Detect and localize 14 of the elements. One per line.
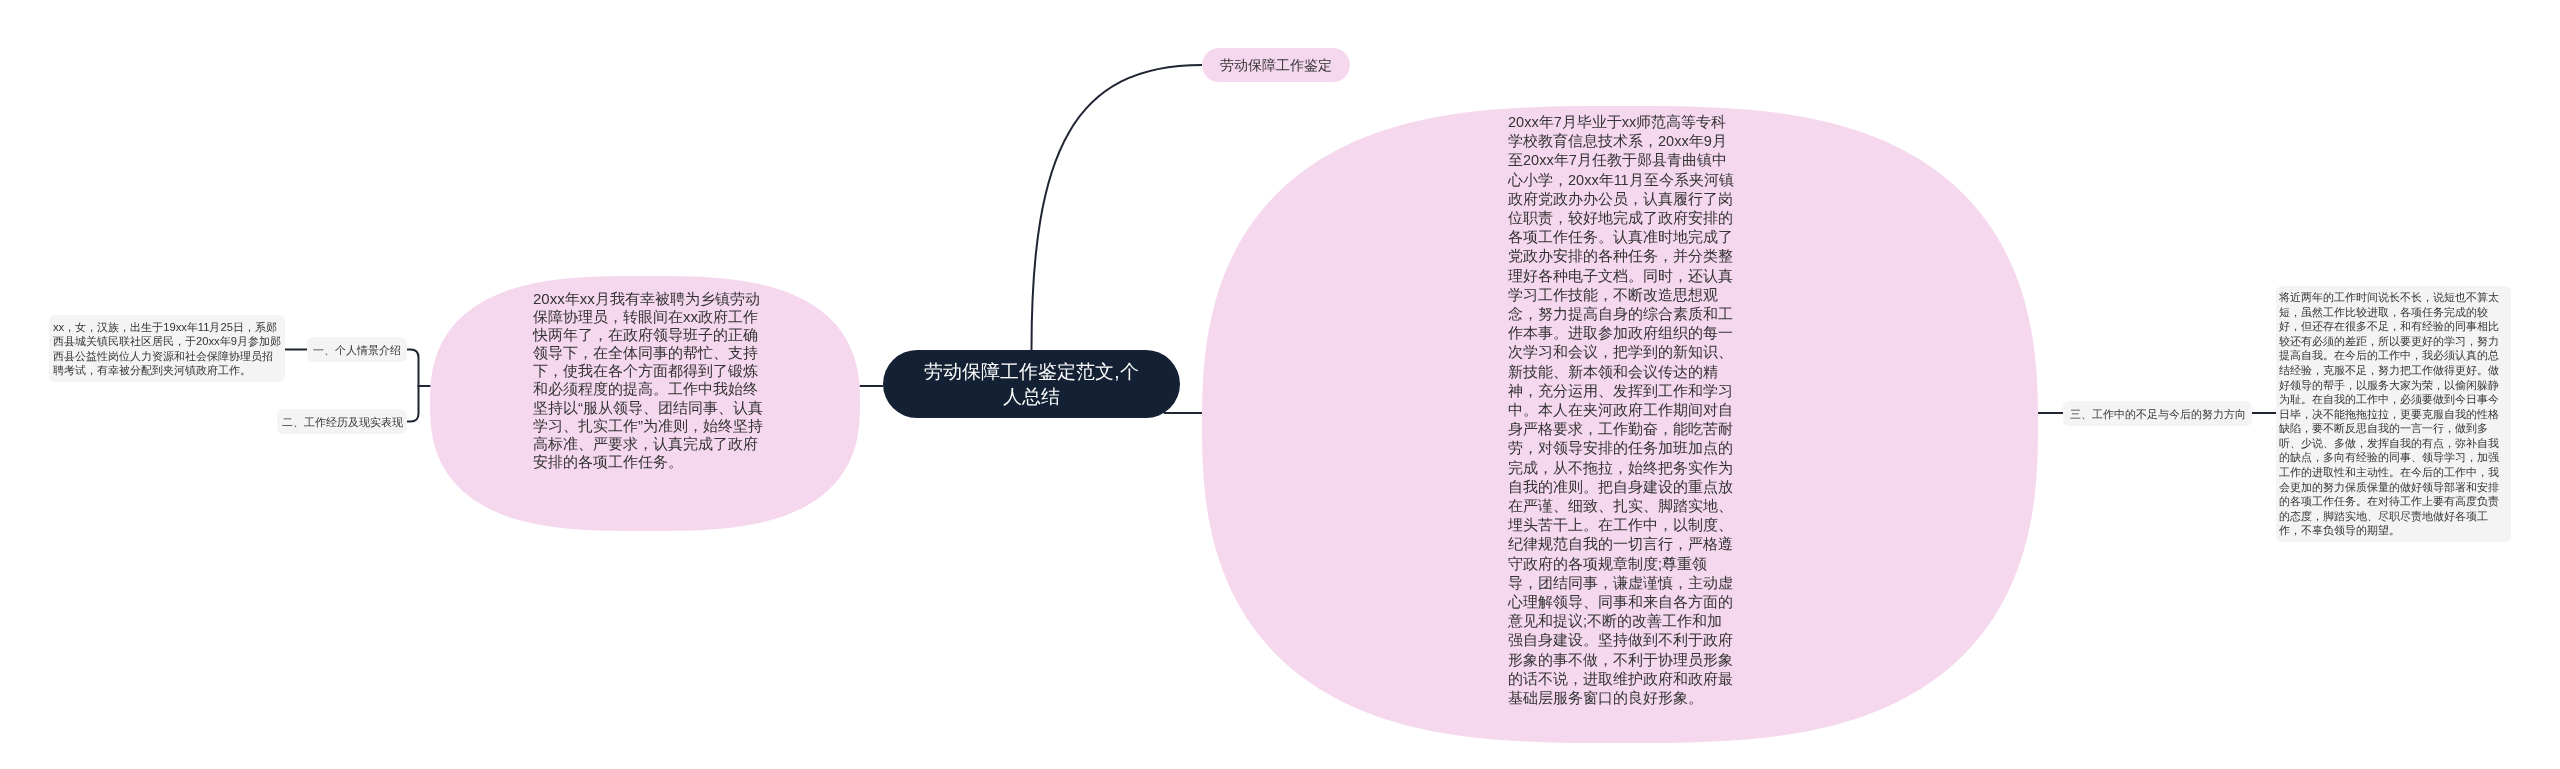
heading-box: 三、工作中的不足与今后的努力方向 xyxy=(2063,401,2252,426)
connector-line xyxy=(2036,412,2064,414)
text-box: xx，女，汉族，出生于19xx年11月25日，系郧西县城关镇民联社区居民，于20xx年9月参加郧西县公益性岗位人力资源和社会保障协理员招聘考试，有幸被分配到夹河镇政府工作。 xyxy=(49,315,285,382)
central-topic-pill: 劳动保障工作鉴定范文,个人总结 xyxy=(883,350,1180,418)
connector-line xyxy=(1162,412,1204,414)
connector-line xyxy=(406,385,432,423)
connector-line xyxy=(1030,64,1203,351)
text-box: 将近两年的工作时间说长不长，说短也不算太短，虽然工作比较进取，各项任务完成的较好，但还存在很多不足，和有经验的同事相比较还有必须的差距，所以要更好的学习，努力提高自我。在今后的工作中，我必须认真的总结经验，克服不足，努力把工作做得更好。做好领导的帮手，以服务大家为荣，以偷闲躲静为耻。在自我的工作中，必须要做到今日事今日毕，决不能拖拖拉拉，更要克服自我的性格缺陷，要不断反思自我的一言一行，做到多听、少说、多做，发挥自我的有点，弥补自我的缺点，多向有经验的同事、领导学习，加强工作的进取性和主动性。在今后的工作中，我会更加的努力保质保量的做好领导部署和安排的各项工作任务。在对待工作上要有高度负责的态度，脚踏实地、尽职尽责地做好各项工作，不辜负领导的期望。 xyxy=(2276,286,2511,542)
heading-box: 二、工作经历及现实表现 xyxy=(277,409,407,434)
connector-line xyxy=(858,385,885,387)
topic-pill: 劳动保障工作鉴定 xyxy=(1202,48,1350,82)
connector-line xyxy=(2251,412,2277,414)
connector-line xyxy=(284,348,308,351)
heading-box: 一、个人情景介绍 xyxy=(307,337,407,362)
